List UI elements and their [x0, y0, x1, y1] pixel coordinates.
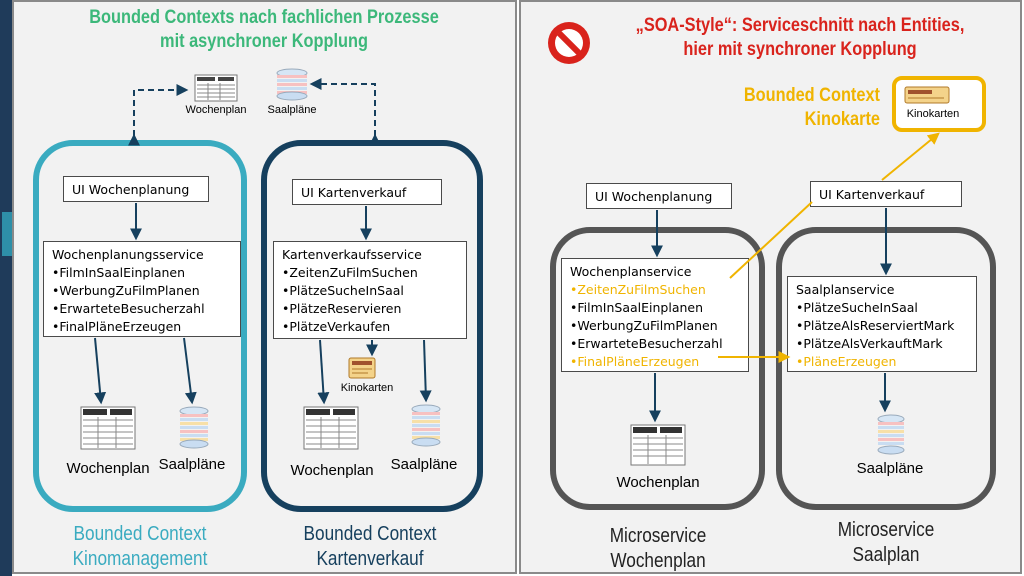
stacked-discs-icon [410, 404, 442, 453]
footer-kartenverkauf: Bounded Context Kartenverkauf [284, 522, 456, 572]
top-saalplaene-label: Saalpläne [267, 104, 317, 116]
ui-kartenverkauf-label: UI Kartenverkauf [819, 187, 925, 202]
wochenplanservice-box: Wochenplanservice •ZeitenZuFilmSuchen •F… [561, 258, 749, 372]
stacked-discs-icon [876, 414, 906, 461]
ui-kartenverkauf-box: UI Kartenverkauf [292, 179, 442, 205]
service-name: Wochenplanungsservice [52, 247, 204, 262]
ui-kartenverkauf-box: UI Kartenverkauf [810, 181, 962, 207]
footer-line: Saalplan [852, 544, 920, 566]
wochenplan-label: Wochenplan [290, 462, 374, 479]
service-operation: •PlätzeAlsReserviertMark [796, 318, 955, 333]
service-name: Kartenverkaufsservice [282, 247, 422, 262]
schedule-document-icon [80, 406, 136, 455]
service-operation: •PlätzeSucheInSaal [282, 283, 404, 298]
top-schedule-document-icon [194, 74, 238, 107]
right-title: „SOA-Style“: Serviceschnitt nach Entitie… [611, 14, 989, 62]
ui-wochenplanung-box: UI Wochenplanung [63, 176, 209, 202]
right-title-line1: „SOA-Style“: Serviceschnitt nach Entitie… [635, 15, 965, 36]
service-operation: •ErwarteteBesucherzahl [52, 301, 205, 316]
service-operation: •FinalPläneErzeugen [570, 354, 700, 369]
saalplaene-label: Saalpläne [856, 460, 924, 477]
prohibited-icon [546, 20, 592, 71]
service-operation: •PlätzeSucheInSaal [796, 300, 918, 315]
service-name: Wochenplanservice [570, 264, 692, 279]
slide-side-bar-accent [2, 212, 12, 256]
left-title-line2: mit asynchroner Kopplung [160, 31, 368, 52]
saalplanservice-box: Saalplanservice •PlätzeSucheInSaal •Plät… [787, 276, 977, 372]
bounded-context-kinokarte [892, 76, 986, 132]
footer-line: Microservice [837, 519, 935, 541]
ui-kartenverkauf-label: UI Kartenverkauf [301, 185, 407, 200]
footer-line: Microservice [609, 525, 707, 547]
right-title-line2: hier mit synchroner Kopplung [683, 39, 917, 60]
left-title-line1: Bounded Contexts nach fachlichen Prozess… [89, 7, 439, 28]
service-name: Saalplanservice [796, 282, 895, 297]
footer-line: Bounded Context [73, 523, 207, 545]
footer-line: Kinomanagement [72, 548, 208, 570]
top-stacked-discs-icon [275, 68, 309, 107]
saalplaene-label: Saalpläne [390, 456, 458, 473]
service-operation: •FinalPläneErzeugen [52, 319, 182, 334]
kartenverkaufsservice-box: Kartenverkaufsservice •ZeitenZuFilmSuche… [273, 241, 467, 339]
footer-microservice-saalplan: Microservice Saalplan [800, 518, 972, 568]
footer-microservice-wochenplan: Microservice Wochenplan [572, 524, 744, 574]
top-wochenplan-label: Wochenplan [185, 104, 247, 116]
footer-line: Bounded Context [303, 523, 437, 545]
wochenplan-label: Wochenplan [616, 474, 700, 491]
footer-kinomanagement: Bounded Context Kinomanagement [54, 522, 226, 572]
kinokarte-title-line1: Bounded Context [743, 85, 880, 106]
service-operation: •ZeitenZuFilmSuchen [282, 265, 418, 280]
service-operation: •PlätzeVerkaufen [282, 319, 391, 334]
kinokarte-title-line2: Kinokarte [804, 109, 880, 130]
schedule-document-icon [303, 406, 359, 455]
wochenplan-label: Wochenplan [66, 460, 150, 477]
ui-wochenplanung-box: UI Wochenplanung [586, 183, 732, 209]
schedule-document-icon [630, 424, 686, 471]
service-operation: •FilmInSaalEinplanen [52, 265, 186, 280]
service-operation: •PlätzeReservieren [282, 301, 402, 316]
kinokarten-label: Kinokarten [340, 382, 394, 394]
service-operation: •WerbungZuFilmPlanen [570, 318, 718, 333]
ticket-icon [904, 86, 950, 109]
ticket-icon [348, 357, 376, 384]
service-operation: •ZeitenZuFilmSuchen [570, 282, 706, 297]
service-operation: •ErwarteteBesucherzahl [570, 336, 723, 351]
ui-wochenplanung-label: UI Wochenplanung [595, 189, 713, 204]
service-operation: •FilmInSaalEinplanen [570, 300, 704, 315]
service-operation: •PlätzeAlsVerkauftMark [796, 336, 943, 351]
stacked-discs-icon [178, 406, 210, 455]
saalplaene-label: Saalpläne [158, 456, 226, 473]
service-operation: •WerbungZuFilmPlanen [52, 283, 200, 298]
footer-line: Wochenplan [610, 550, 706, 572]
wochenplanungsservice-box: Wochenplanungsservice •FilmInSaalEinplan… [43, 241, 241, 337]
slide-side-bar [0, 0, 12, 576]
left-title: Bounded Contexts nach fachlichen Prozess… [49, 6, 479, 54]
service-operation: •PläneErzeugen [796, 354, 897, 369]
kinokarte-context-title: Bounded Context Kinokarte [725, 84, 880, 132]
kinokarten-label: Kinokarten [906, 108, 960, 120]
ui-wochenplanung-label: UI Wochenplanung [72, 182, 190, 197]
footer-line: Kartenverkauf [316, 548, 424, 570]
